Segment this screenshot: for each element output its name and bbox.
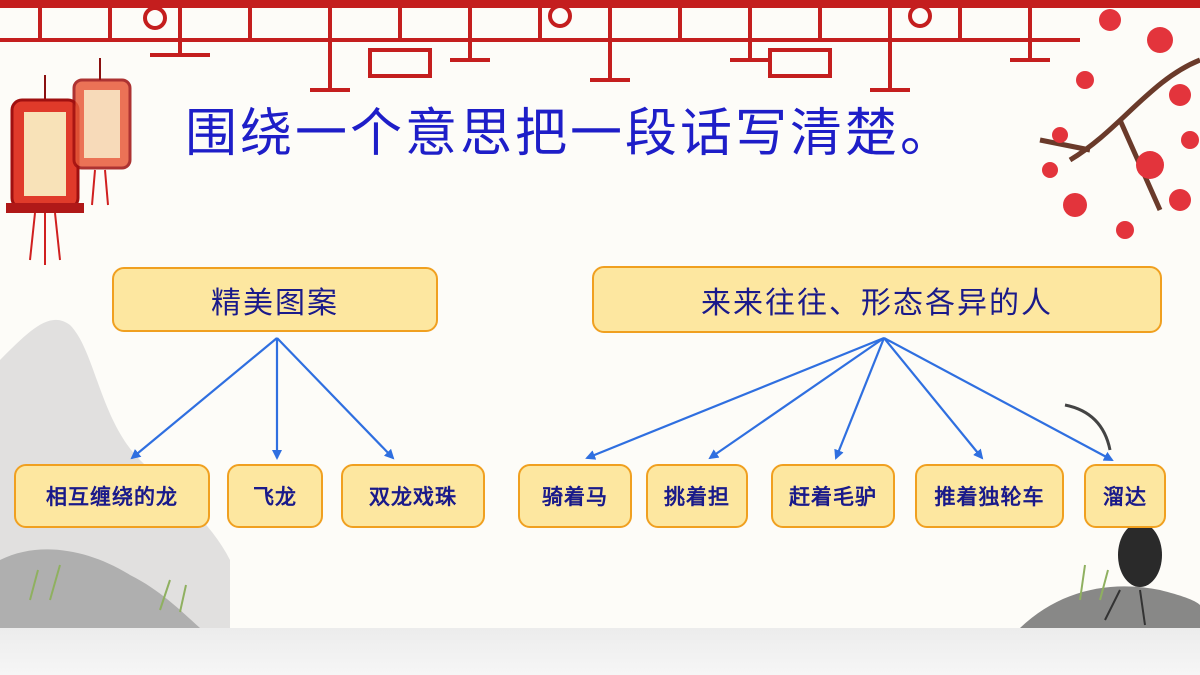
topic-box-patterns: 精美图案 [112,267,438,332]
arrow-people-to-pushing-wheelbarrow [883,337,984,460]
arrow-people-to-carrying-pole [708,337,885,460]
item-box-intertwined-dragons: 相互缠绕的龙 [14,464,210,528]
item-box-two-dragons-pearl: 双龙戏珠 [341,464,485,528]
arrow-people-to-strolling [883,337,1114,461]
arrow-patterns-to-intertwined-dragons [130,337,278,460]
topic-box-people: 来来往往、形态各异的人 [592,266,1162,333]
item-box-riding-horse: 骑着马 [518,464,632,528]
plum-blossom-branch [1039,9,1200,239]
arrow-patterns-to-two-dragons-pearl [276,337,395,460]
crane [1064,403,1162,626]
item-box-carrying-pole: 挑着担 [646,464,748,528]
slide-title: 围绕一个意思把一段话写清楚。 [185,104,956,164]
arrow-people-to-riding-horse [585,336,885,460]
item-box-strolling: 溜达 [1084,464,1166,528]
red-lantern [6,58,132,265]
item-box-driving-donkey: 赶着毛驴 [771,464,895,528]
arrow-people-to-driving-donkey [834,337,886,460]
item-box-flying-dragon: 飞龙 [227,464,323,528]
lattice-border [0,0,1200,92]
item-box-pushing-wheelbarrow: 推着独轮车 [915,464,1064,528]
bottom-band [0,628,1200,675]
